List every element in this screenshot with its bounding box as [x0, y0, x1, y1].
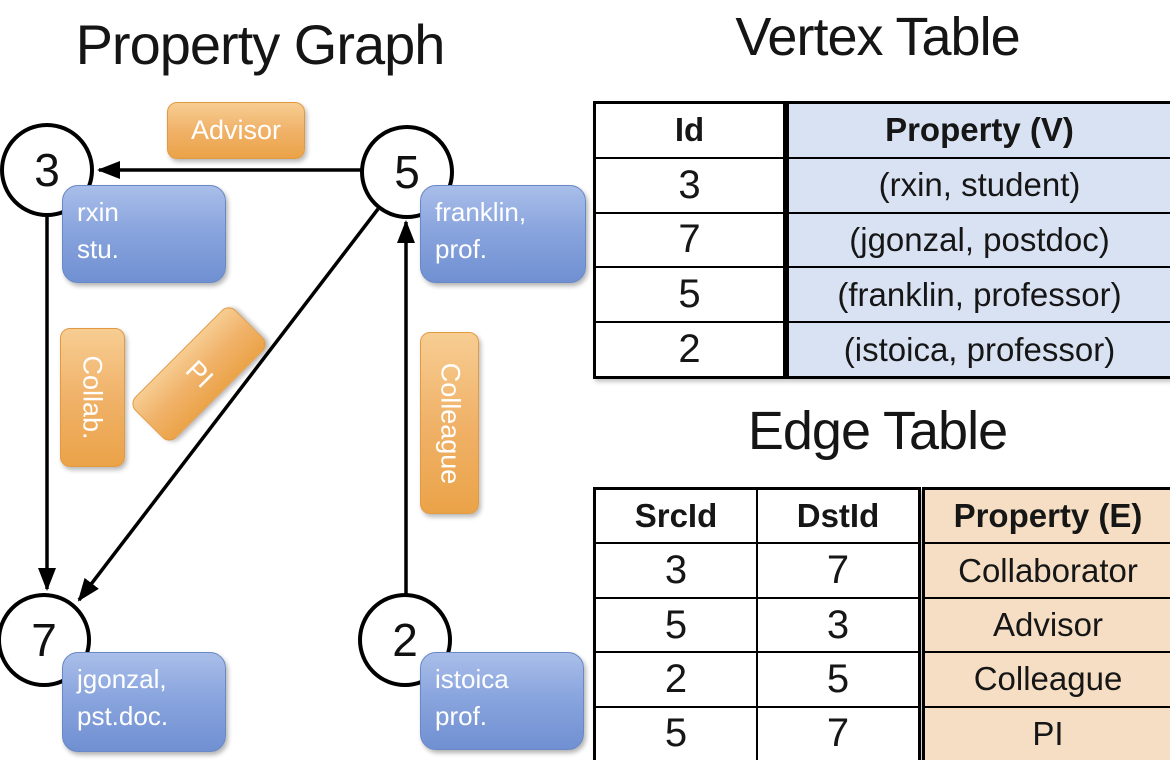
edge-srcid-column: SrcId 3 5 2 5 — [596, 490, 756, 760]
vertex-prop-box-5: franklin, prof. — [420, 185, 586, 283]
edge-label-collab: Collab. — [60, 328, 125, 467]
vertex-property-column: Property (V) (rxin, student) (jgonzal, p… — [786, 101, 1170, 379]
edge-5-to-7 — [77, 207, 380, 602]
edge-label-text: Advisor — [190, 115, 282, 145]
vertex-table-title: Vertex Table — [735, 7, 1020, 67]
node-id-2: 2 — [392, 614, 418, 666]
edge-label-colleague: Colleague — [420, 332, 479, 514]
vertex-property-cell: (franklin, professor) — [789, 266, 1170, 322]
edge-property-column: Property (E) Collaborator Advisor Collea… — [922, 487, 1170, 760]
edge-property-header: Property (E) — [925, 490, 1170, 543]
edge-dstid-cell: 5 — [758, 651, 918, 705]
edge-property-cell: PI — [925, 705, 1170, 760]
edge-table-title: Edge Table — [747, 401, 1008, 461]
edge-property-cell: Collaborator — [925, 542, 1170, 597]
vertex-property-cell: (rxin, student) — [789, 156, 1170, 212]
vertex-prop-line: prof. — [435, 233, 488, 264]
edge-property-cell: Advisor — [925, 596, 1170, 652]
property-graph-title: Property Graph — [75, 13, 446, 76]
node-id-7: 7 — [31, 614, 57, 666]
edge-dstid-column: DstId 7 3 5 7 — [756, 490, 918, 760]
vertex-property-cell: (jgonzal, postdoc) — [789, 211, 1170, 267]
vertex-id-cell: 3 — [596, 156, 783, 212]
edge-dstid-cell: 7 — [758, 705, 918, 760]
vertex-id-header: Id — [674, 111, 705, 149]
edge-srcid-cell: 3 — [596, 542, 756, 596]
edge-label-text: Colleague — [435, 362, 465, 484]
vertex-prop-line: jgonzal, — [77, 664, 167, 694]
vertex-prop-line: stu. — [77, 233, 119, 264]
vertex-prop-line: istoica — [435, 664, 509, 694]
vertex-id-cell: 2 — [596, 321, 783, 376]
node-id-3: 3 — [34, 144, 60, 196]
vertex-prop-box-2: istoica prof. — [420, 652, 584, 750]
vertex-prop-line: pst.doc. — [77, 700, 169, 731]
vertex-prop-box-3: rxin stu. — [62, 185, 226, 283]
edge-label-advisor: Advisor — [167, 102, 305, 159]
edge-property-cell: Colleague — [925, 651, 1170, 706]
edge-ids-table: SrcId 3 5 2 5 DstId 7 3 5 7 — [593, 487, 921, 760]
edge-srcid-cell: 2 — [596, 651, 756, 705]
edge-srcid-header: SrcId — [634, 497, 718, 535]
edge-label-text: Collab. — [78, 355, 109, 440]
vertex-property-header: Property (V) — [789, 104, 1170, 157]
edge-dstid-cell: 7 — [758, 542, 918, 596]
vertex-id-cell: 5 — [596, 266, 783, 321]
vertex-prop-box-7: jgonzal, pst.doc. — [62, 652, 226, 752]
graph-canvas — [0, 123, 454, 687]
vertex-prop-line: franklin, — [435, 197, 527, 227]
node-id-5: 5 — [394, 146, 420, 198]
vertex-prop-line: prof. — [435, 700, 488, 731]
edge-srcid-cell: 5 — [596, 705, 756, 760]
edge-srcid-cell: 5 — [596, 596, 756, 651]
edge-dstid-cell: 3 — [758, 596, 918, 651]
edge-dstid-header: DstId — [796, 497, 880, 535]
vertex-id-cell: 7 — [596, 211, 783, 267]
edge-label-text: PI — [179, 354, 219, 394]
vertex-property-cell: (istoica, professor) — [789, 321, 1170, 376]
vertex-prop-line: rxin — [77, 197, 119, 227]
vertex-id-column: Id 3 7 5 2 — [593, 101, 786, 379]
